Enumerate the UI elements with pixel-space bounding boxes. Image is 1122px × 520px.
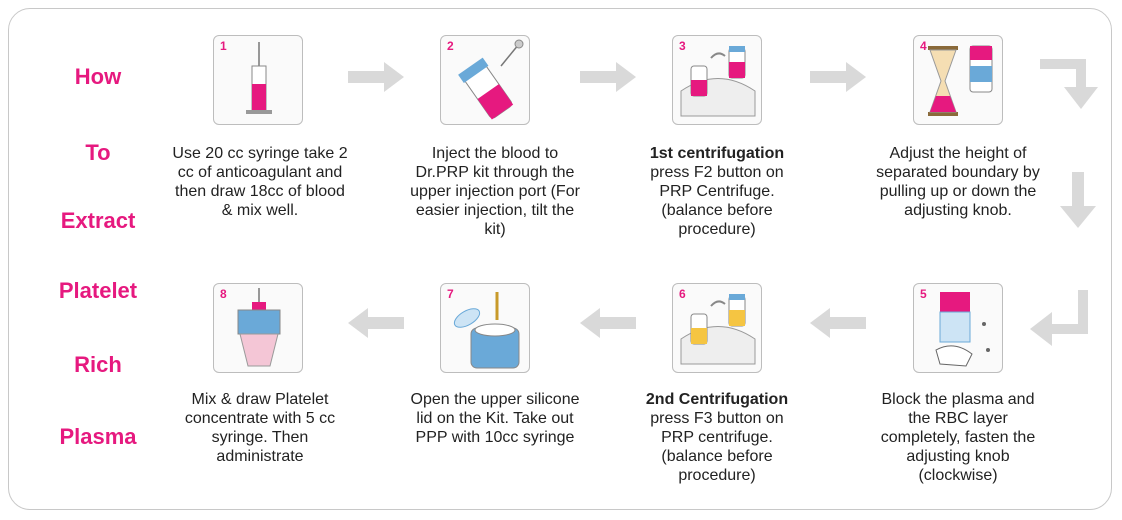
step-7-illustration: 7 — [440, 283, 530, 373]
centrifuge-icon — [680, 46, 756, 117]
step-8-text: Mix & draw Platelet concentrate with 5 c… — [184, 391, 336, 465]
prp-kit-icon — [458, 39, 524, 120]
step-1-number: 1 — [220, 39, 227, 53]
step-4-text: Adjust the height of separated boundary … — [876, 145, 1040, 219]
step-3-text: press F2 button on PRP Centrifuge. (bala… — [650, 164, 784, 238]
arrow-right-icon — [810, 62, 866, 92]
title-word-rich: Rich — [74, 352, 122, 377]
step-6-illustration: 6 — [672, 283, 762, 373]
arrow-right-icon — [348, 62, 404, 92]
step-7-number: 7 — [447, 287, 454, 301]
step-3-bold-title: 1st centrifugation — [649, 145, 785, 162]
step-3-number: 3 — [679, 39, 686, 53]
step-1-illustration: 1 — [213, 35, 303, 125]
step-8-caption: Mix & draw Platelet concentrate with 5 c… — [170, 390, 350, 466]
title-word-how: How — [74, 64, 122, 89]
title-word-platelet: Platelet — [58, 278, 138, 303]
arrow-right-icon — [580, 62, 636, 92]
step-3-illustration: 3 — [672, 35, 762, 125]
arrow-turn-down-icon — [1040, 59, 1098, 109]
step-4-number: 4 — [920, 39, 927, 53]
arrow-left-icon — [580, 308, 636, 338]
step-6-caption: 2nd Centrifugation press F3 button on PR… — [632, 390, 802, 485]
step-2-text: Inject the blood to Dr.PRP kit through t… — [410, 145, 580, 238]
title-word-extract: Extract — [60, 208, 136, 233]
arrow-turn-left-icon — [1030, 290, 1088, 346]
step-5-illustration: 5 — [913, 283, 1003, 373]
step-7-caption: Open the upper silicone lid on the Kit. … — [405, 390, 585, 447]
adjusting-knob-icon — [935, 292, 990, 367]
step-4-illustration: 4 — [913, 35, 1003, 125]
step-5-caption: Block the plasma and the RBC layer compl… — [873, 390, 1043, 485]
step-8-illustration: 8 — [213, 283, 303, 373]
title-word-to: To — [85, 140, 111, 165]
hourglass-icon — [928, 45, 993, 116]
step-6-number: 6 — [679, 287, 686, 301]
arrow-left-icon — [348, 308, 404, 338]
step-1-text: Use 20 cc syringe take 2 cc of anticoagu… — [172, 145, 348, 219]
step-7-text: Open the upper silicone lid on the Kit. … — [410, 391, 580, 446]
step-6-text: press F3 button on PRP centrifuge. (bala… — [650, 410, 784, 484]
step-3-caption: 1st centrifugation press F2 button on PR… — [632, 144, 802, 239]
step-5-text: Block the plasma and the RBC layer compl… — [880, 391, 1036, 484]
open-lid-icon — [453, 292, 520, 369]
step-2-illustration: 2 — [440, 35, 530, 125]
step-2-number: 2 — [447, 39, 454, 53]
arrow-down-icon — [1060, 172, 1096, 228]
step-1-caption: Use 20 cc syringe take 2 cc of anticoagu… — [170, 144, 350, 220]
concentrate-syringe-icon — [237, 288, 281, 367]
step-6-bold-title: 2nd Centrifugation — [645, 391, 789, 408]
step-5-number: 5 — [920, 287, 927, 301]
step-2-caption: Inject the blood to Dr.PRP kit through t… — [405, 144, 585, 239]
step-8-number: 8 — [220, 287, 227, 301]
centrifuge-icon — [680, 294, 756, 365]
step-4-caption: Adjust the height of separated boundary … — [873, 144, 1043, 220]
diagram-frame — [8, 8, 1112, 510]
title-word-plasma: Plasma — [59, 424, 137, 449]
arrow-left-icon — [810, 308, 866, 338]
syringe-icon — [246, 42, 272, 114]
